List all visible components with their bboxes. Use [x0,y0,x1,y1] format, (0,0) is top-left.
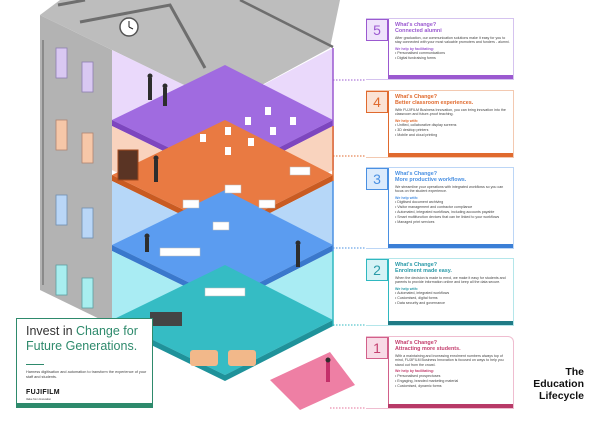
stage-2-panel: 2 What's Change?Enrolment made easy. Whe… [366,258,514,326]
floor-4 [112,120,333,230]
stage-help-label: We help by facilitating: [395,369,435,374]
stage-title-2: Connected alumni [395,28,442,34]
windows-teal [55,264,94,309]
stage-title-2: Attracting more students. [395,346,461,352]
stage-description: With FUJIFILM Business Innovation, you c… [395,108,506,117]
stage-item: Unified, collaborative display screens [395,123,510,128]
stage-item: Data security and governance [395,301,510,306]
stage-title-1: What's Change? [395,94,438,100]
stage-item: Smart multifunction devices that can be … [395,215,510,220]
stage-5-panel: 5 What's change?Connected alumni After g… [366,18,514,80]
windows-blue [55,194,94,239]
stage-title-1: What's Change? [395,262,438,268]
stage-item: Mobile and cloud printing [395,133,510,138]
stage-item: Digitised document archiving [395,200,510,205]
education-lifecycle-title: The Education Lifecycle [533,366,584,402]
stage-title-2: More productive workflows. [395,177,467,183]
building-facade [40,15,112,325]
stage-title-2: Enrolment made easy. [395,268,452,274]
stage-description: We streamline your operations with integ… [395,185,504,194]
stage-number: 2 [366,259,388,281]
windows-orange [55,119,94,164]
stage-item: Customised, dynamic forms [395,384,510,389]
stage-number: 5 [366,19,388,41]
stage-item: Customised, digital forms [395,296,510,301]
stage-description: When the decision is made to enrol, we m… [395,276,506,285]
stage-number: 1 [366,337,388,359]
brand-tagline: Value from Innovation [26,398,52,401]
stage-item: Automated, integrated workflows, includi… [395,210,510,215]
stage-item: Personalised communications [395,51,510,56]
fujifilm-logo: FUJIFILM [26,389,60,396]
stage-title-1: What's Change? [395,171,438,177]
stage-help-label: We help by facilitating: [395,46,435,51]
stage-description: After graduation, our communication solu… [395,36,510,45]
stage-help-label: We help with: [395,195,419,200]
stage-number: 4 [366,91,388,113]
promo-headline: Invest in Change for Future Generations. [26,324,138,353]
entrance-pad [270,352,355,410]
sofas [190,350,256,366]
roof [40,0,340,105]
stage-item: Digital fundraising forms [395,56,510,61]
stage-item: Managed print services [395,220,510,225]
purple-seats [200,107,296,155]
stage-4-panel: 4 What's Change?Better classroom experie… [366,90,514,158]
stage-1-panel: 1 What's Change?Attracting more students… [366,336,514,409]
floor-1 [112,265,333,375]
stage-help-label: We help with: [395,118,419,123]
stage-3-panel: 3 What's Change?More productive workflow… [366,167,514,249]
stage-item: Engaging, branded marketing material [395,379,510,384]
stage-item: 3D desktop printers [395,128,510,133]
floor-3 [112,190,333,300]
reception-desk [150,312,182,326]
people-figures [144,73,331,382]
windows-purple [55,47,94,93]
stage-title-2: Better classroom experiences. [395,100,474,106]
stage-item: Visitor management and contractor compli… [395,205,510,210]
display-screen [117,149,139,181]
desks [159,166,311,297]
stage-number: 3 [366,168,388,190]
invest-promo-box: Invest in Change for Future Generations.… [16,318,153,408]
divider [26,364,44,365]
stage-help-label: We help with: [395,286,419,291]
promo-subtext: Harness digitisation and automation to t… [26,370,147,379]
stage-title-1: What's Change? [395,340,438,346]
stage-item: Automated, integrated workflows [395,291,510,296]
stage-description: With a maintaining and increasing enrolm… [395,354,504,367]
stage-item: Personalised prospectuses [395,374,510,379]
stage-title-1: What's change? [395,22,437,28]
